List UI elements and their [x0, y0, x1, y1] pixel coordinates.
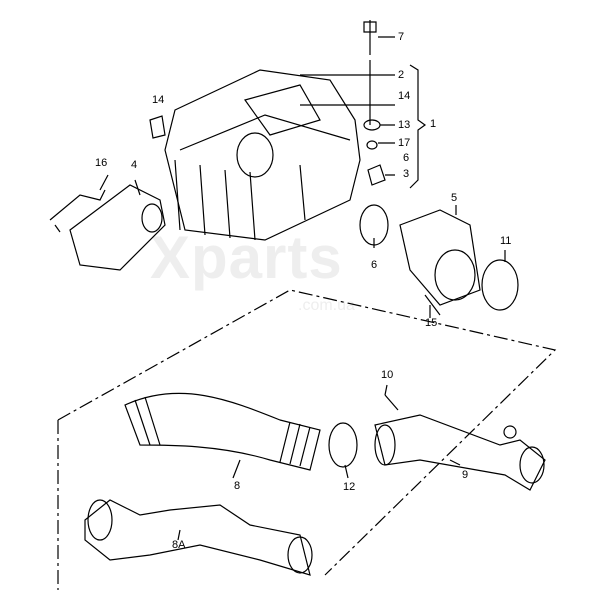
callout-6-seal: 6: [371, 259, 378, 271]
plug-14: [149, 115, 166, 139]
callout-3: 3: [403, 168, 410, 180]
grommet-13: [363, 119, 381, 131]
air-mass-meter: [399, 209, 481, 306]
callout-9: 9: [462, 469, 469, 481]
intake-hose-8: [124, 392, 321, 471]
intake-hose-8a: [84, 499, 313, 576]
callout-7: 7: [398, 31, 405, 43]
air-filter-housing: [164, 69, 361, 241]
callout-12: 12: [343, 481, 356, 493]
hose-clamp-12: [328, 422, 358, 468]
bolt-15: [424, 294, 441, 316]
callout-2: 2: [398, 69, 405, 81]
intake-pipe-9: [374, 394, 546, 491]
callout-11: 11: [500, 235, 512, 247]
callout-14: 14: [398, 90, 411, 102]
washer-17: [366, 140, 378, 150]
hose-clamp-11: [481, 259, 519, 311]
bolt-7: [363, 20, 377, 55]
callout-5: 5: [451, 192, 458, 204]
callout-17: 17: [398, 137, 411, 149]
callout-13: 13: [398, 119, 411, 131]
callout-15: 15: [425, 317, 438, 329]
callout-6: 6: [403, 152, 410, 164]
clip-3: [367, 164, 386, 186]
callout-1: 1: [430, 118, 437, 130]
callout-10: 10: [381, 369, 394, 381]
callout-4: 4: [131, 159, 138, 171]
callout-16: 16: [95, 157, 108, 169]
callout-14-plug: 14: [152, 94, 165, 106]
watermark-sub: .com.ua: [298, 297, 355, 314]
intake-duct: [49, 184, 166, 271]
callout-8: 8: [234, 480, 241, 492]
callout-8a: 8A: [172, 539, 186, 551]
